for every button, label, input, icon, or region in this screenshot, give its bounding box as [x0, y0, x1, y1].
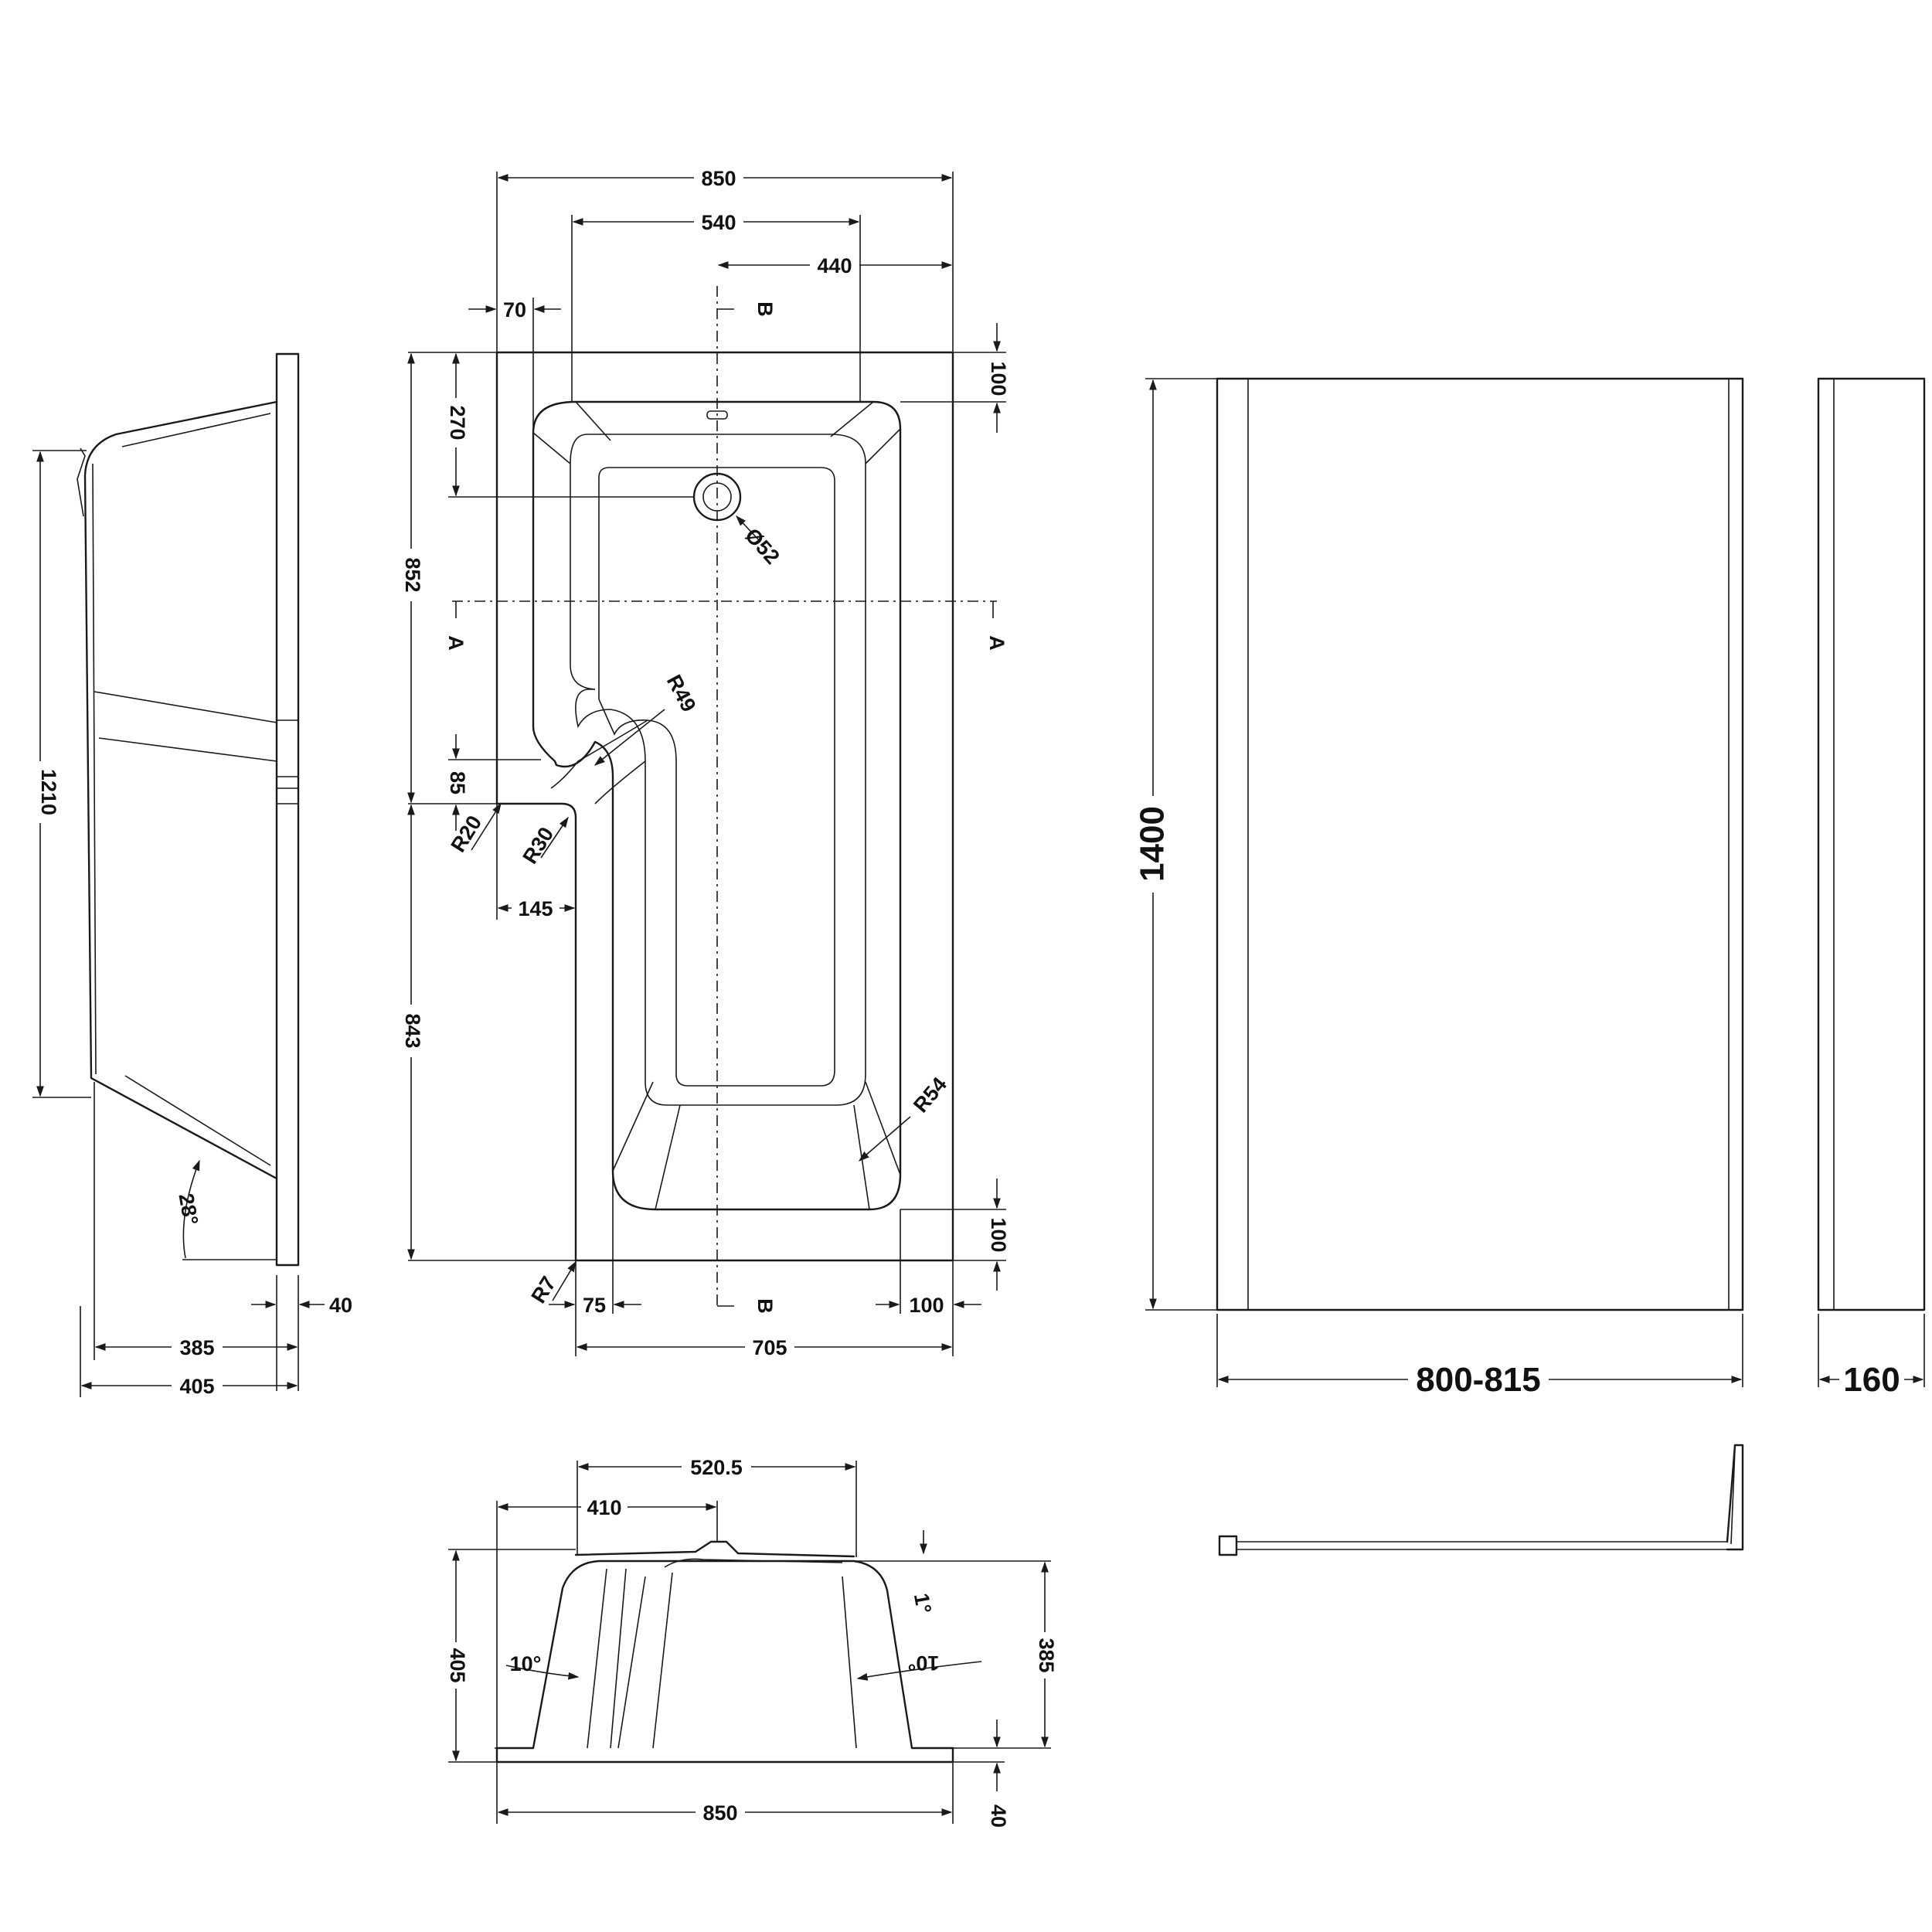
dim-405: 405 — [179, 1375, 214, 1398]
screen-width: 800-815 — [1416, 1361, 1540, 1399]
dim-843: 843 — [401, 1013, 424, 1048]
angle-28: 28° — [175, 1192, 203, 1226]
angle-10-right: 10° — [908, 1651, 940, 1675]
dim-850-top: 850 — [701, 167, 736, 190]
radius-r30: R30 — [519, 823, 559, 868]
dim-85: 85 — [446, 771, 469, 794]
dim-100-bottom: 100 — [909, 1294, 944, 1317]
dim-540: 540 — [701, 211, 736, 234]
dim-1210: 1210 — [37, 769, 60, 815]
screen-view: 1400 800-815 160 — [1134, 377, 1926, 1556]
dim-385-end: 385 — [1035, 1638, 1058, 1672]
waste-diameter: Ø52 — [740, 524, 784, 569]
dim-852: 852 — [401, 557, 424, 592]
side-view: 1210 28° 40 385 405 — [23, 352, 352, 1398]
dim-520-5: 520.5 — [690, 1456, 743, 1479]
dim-side-40: 40 — [329, 1294, 352, 1317]
radius-r49: R49 — [662, 671, 701, 716]
end-view: 520.5 410 405 385 40 1° 10° 10° 850 — [444, 1455, 1058, 1828]
section-b-top: B — [753, 301, 777, 317]
dim-40-end: 40 — [987, 1804, 1010, 1828]
angle-1: 1° — [910, 1591, 936, 1615]
section-b-bottom: B — [753, 1298, 777, 1314]
dim-70: 70 — [503, 298, 526, 321]
section-a-right: A — [985, 635, 1009, 651]
dim-145: 145 — [518, 897, 553, 920]
dim-270: 270 — [446, 405, 469, 440]
dim-100-top: 100 — [987, 361, 1010, 396]
section-a-left: A — [444, 635, 468, 651]
radius-r20: R20 — [447, 811, 487, 856]
radius-r54: R54 — [909, 1073, 951, 1117]
dim-75: 75 — [583, 1294, 606, 1317]
radius-r7: R7 — [527, 1272, 561, 1307]
screen-depth: 160 — [1843, 1361, 1900, 1399]
angle-10-left: 10° — [510, 1652, 542, 1675]
dim-705: 705 — [752, 1336, 787, 1359]
dim-440: 440 — [817, 254, 852, 277]
plan-view: A A B B 850 540 440 70 100 270 — [399, 165, 1010, 1359]
dim-385: 385 — [179, 1336, 214, 1359]
dim-405-end: 405 — [446, 1648, 469, 1682]
screen-height: 1400 — [1134, 806, 1172, 882]
dim-410: 410 — [587, 1496, 621, 1519]
dim-100-right: 100 — [987, 1217, 1010, 1252]
dim-850-bottom: 850 — [702, 1801, 737, 1825]
